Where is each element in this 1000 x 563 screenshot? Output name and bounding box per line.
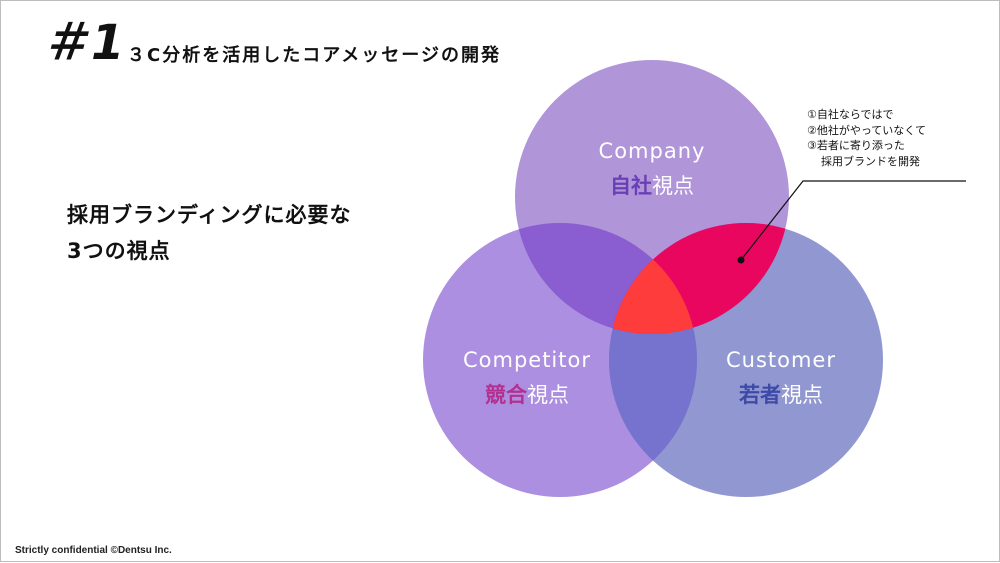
callout-line-2: ②他社がやっていなくて <box>807 123 926 137</box>
company-label-jp-accent: 自社 <box>610 174 652 198</box>
customer-label-jp: 若者視点 <box>738 383 823 407</box>
callout-leader-line <box>740 180 966 261</box>
customer-label-jp-rest: 視点 <box>781 383 823 407</box>
competitor-label-en: Competitor <box>463 348 591 372</box>
callout-line-4: 採用ブランドを開発 <box>821 154 920 168</box>
overlap-center <box>609 223 697 334</box>
slide-number: ＃1 <box>41 15 127 71</box>
callout-line-3: ③若者に寄り添った <box>807 139 905 152</box>
callout-anchor-dot <box>737 256 745 264</box>
company-label-en: Company <box>599 139 706 163</box>
competitor-label-jp-accent: 競合 <box>485 383 528 407</box>
company-label-jp: 自社視点 <box>610 174 694 198</box>
customer-label-jp-accent: 若者 <box>738 383 781 407</box>
competitor-label-jp: 競合視点 <box>485 383 569 407</box>
footer-confidential: Strictly confidential ©Dentsu Inc. <box>15 545 172 556</box>
slide-title: ３C分析を活用したコアメッセージの開発 <box>127 45 501 66</box>
lead-text: 採用ブランディングに必要な 3つの視点 <box>67 197 352 269</box>
company-label-jp-rest: 視点 <box>652 174 694 198</box>
competitor-label-jp-rest: 視点 <box>527 383 569 407</box>
lead-line-1: 採用ブランディングに必要な <box>67 203 352 227</box>
customer-label-en: Customer <box>726 348 836 372</box>
callout-line-1: ①自社ならではで <box>807 108 894 121</box>
lead-line-2: 3つの視点 <box>67 239 171 263</box>
callout-text: ①自社ならではで ②他社がやっていなくて ③若者に寄り添った 採用ブランドを開発 <box>807 107 926 169</box>
